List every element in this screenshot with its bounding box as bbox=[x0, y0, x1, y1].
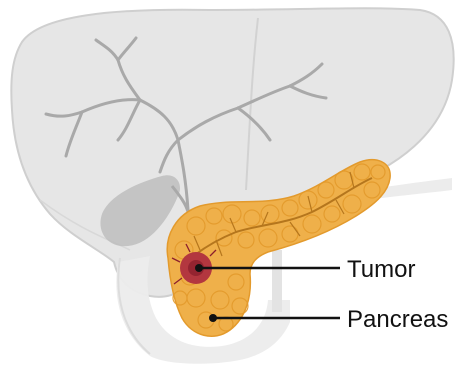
tumor-label: Tumor bbox=[347, 256, 415, 283]
pancreas-label: Pancreas bbox=[347, 306, 448, 333]
vessel-vertical bbox=[272, 250, 282, 312]
